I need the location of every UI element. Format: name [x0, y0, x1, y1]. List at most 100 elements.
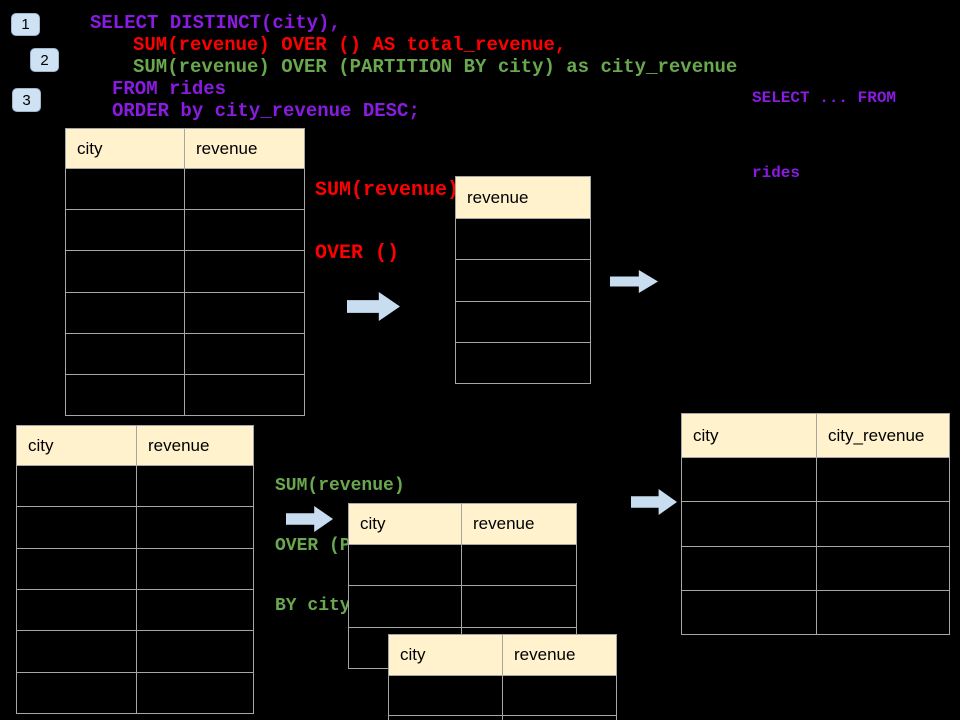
table-header-row: city revenue	[349, 504, 576, 545]
step-badge-3: 3	[12, 88, 41, 112]
table-header-row: city revenue	[17, 426, 253, 466]
table-cell-empty	[137, 673, 253, 713]
table-row-empty	[349, 586, 576, 628]
table-row-empty	[17, 589, 253, 632]
table-cell-empty	[17, 507, 137, 548]
table-cell-empty	[389, 676, 503, 715]
step-badge-1: 1	[11, 13, 40, 36]
table-row-empty	[682, 502, 949, 547]
table-cell-empty	[462, 586, 576, 626]
table-cell-empty	[185, 293, 304, 333]
annotation-line: SUM(revenue)	[315, 179, 460, 202]
annotation-line: SELECT ... FROM	[752, 89, 897, 107]
right-arrow-icon	[610, 270, 658, 293]
table-row-empty	[17, 631, 253, 673]
table-cell-empty	[137, 466, 253, 506]
table-row-empty	[17, 466, 253, 508]
column-header-city: city	[17, 426, 137, 465]
table-cell-empty	[17, 589, 137, 631]
table-cell-empty	[349, 586, 462, 627]
annotation-sum-over-total: SUM(revenue) OVER ()	[315, 138, 459, 306]
table-cell-empty	[137, 507, 253, 547]
table-cell-empty	[456, 219, 590, 259]
column-header-city_revenue: city_revenue	[828, 425, 925, 445]
table-cell-empty	[66, 210, 185, 251]
table-row-empty	[66, 374, 304, 416]
table-row-empty	[389, 715, 616, 720]
table-cell-empty	[456, 343, 590, 383]
table-cell-empty	[503, 716, 616, 720]
column-header-revenue: revenue	[473, 514, 535, 533]
table-row-empty	[17, 548, 253, 590]
table-cell-empty	[817, 502, 949, 545]
table-cell-empty	[66, 169, 185, 210]
column-header-city: city	[682, 414, 817, 457]
table-row-empty	[456, 219, 590, 261]
table-header-row: revenue	[456, 177, 590, 219]
code-line-order-by: ORDER by city_revenue DESC;	[112, 100, 420, 122]
table-row-empty	[682, 546, 949, 591]
table-cell-empty	[456, 260, 590, 300]
table-cell-empty	[682, 458, 817, 502]
table-cell-empty	[17, 672, 137, 713]
right-arrow-icon	[631, 489, 677, 515]
table-city-revenue-result: city city_revenue	[681, 413, 950, 635]
table-cell-empty	[66, 374, 185, 416]
table-row-empty	[17, 672, 253, 713]
table-cell-empty	[185, 334, 304, 374]
table-row-empty	[389, 676, 616, 716]
table-cell-empty	[66, 333, 185, 374]
table-cell-empty	[817, 547, 949, 590]
code-line-from: FROM rides	[112, 78, 227, 100]
table-row-empty	[682, 458, 949, 503]
column-header-revenue: revenue	[148, 435, 210, 455]
table-cell-empty	[503, 676, 616, 715]
table-cell-empty	[66, 251, 185, 292]
code-line-total-revenue: SUM(revenue) OVER () AS total_revenue,	[133, 34, 567, 56]
table-cell-empty	[682, 546, 817, 590]
table-cell-empty	[462, 545, 576, 585]
column-header-city: city	[389, 635, 503, 675]
table-rides-source-bottom: city revenue	[16, 425, 254, 714]
table-cell-empty	[185, 251, 304, 291]
table-cell-empty	[66, 292, 185, 333]
annotation-line: OVER ()	[315, 242, 400, 265]
table-cell-empty	[456, 302, 590, 342]
column-header-revenue: revenue	[514, 645, 576, 664]
code-line-select-distinct: SELECT DISTINCT(city),	[90, 12, 341, 34]
table-cell-empty	[682, 590, 817, 634]
column-header-city: city	[349, 504, 462, 544]
column-header-revenue: revenue	[196, 138, 258, 158]
table-cell-empty	[17, 466, 137, 507]
table-row-empty	[349, 545, 576, 587]
table-cell-empty	[185, 169, 304, 209]
annotation-line: SUM(revenue)	[275, 476, 405, 496]
table-row-empty	[456, 260, 590, 302]
table-cell-empty	[817, 458, 949, 501]
table-row-empty	[66, 292, 304, 334]
table-revenue-only: revenue	[455, 176, 591, 384]
table-cell-empty	[389, 715, 503, 720]
table-cell-empty	[17, 548, 137, 589]
table-cell-empty	[137, 590, 253, 630]
table-row-empty	[66, 251, 304, 293]
table-cell-empty	[137, 549, 253, 589]
table-row-empty	[66, 210, 304, 252]
annotation-line: BY city)	[275, 596, 362, 616]
table-header-row: city city_revenue	[682, 414, 949, 458]
table-row-empty	[456, 302, 590, 343]
table-row-empty	[682, 590, 949, 634]
column-header-revenue: revenue	[467, 187, 529, 207]
table-cell-empty	[185, 210, 304, 250]
table-cell-empty	[185, 375, 304, 415]
code-line-partition-by: SUM(revenue) OVER (PARTITION BY city) as…	[133, 56, 738, 78]
step-badge-2: 2	[30, 48, 59, 72]
table-header-row: city revenue	[389, 635, 616, 676]
table-partition-group-2: city revenue	[388, 634, 617, 720]
table-cell-empty	[17, 631, 137, 672]
table-row-empty	[456, 343, 590, 383]
table-row-empty	[66, 333, 304, 375]
table-cell-empty	[137, 631, 253, 671]
